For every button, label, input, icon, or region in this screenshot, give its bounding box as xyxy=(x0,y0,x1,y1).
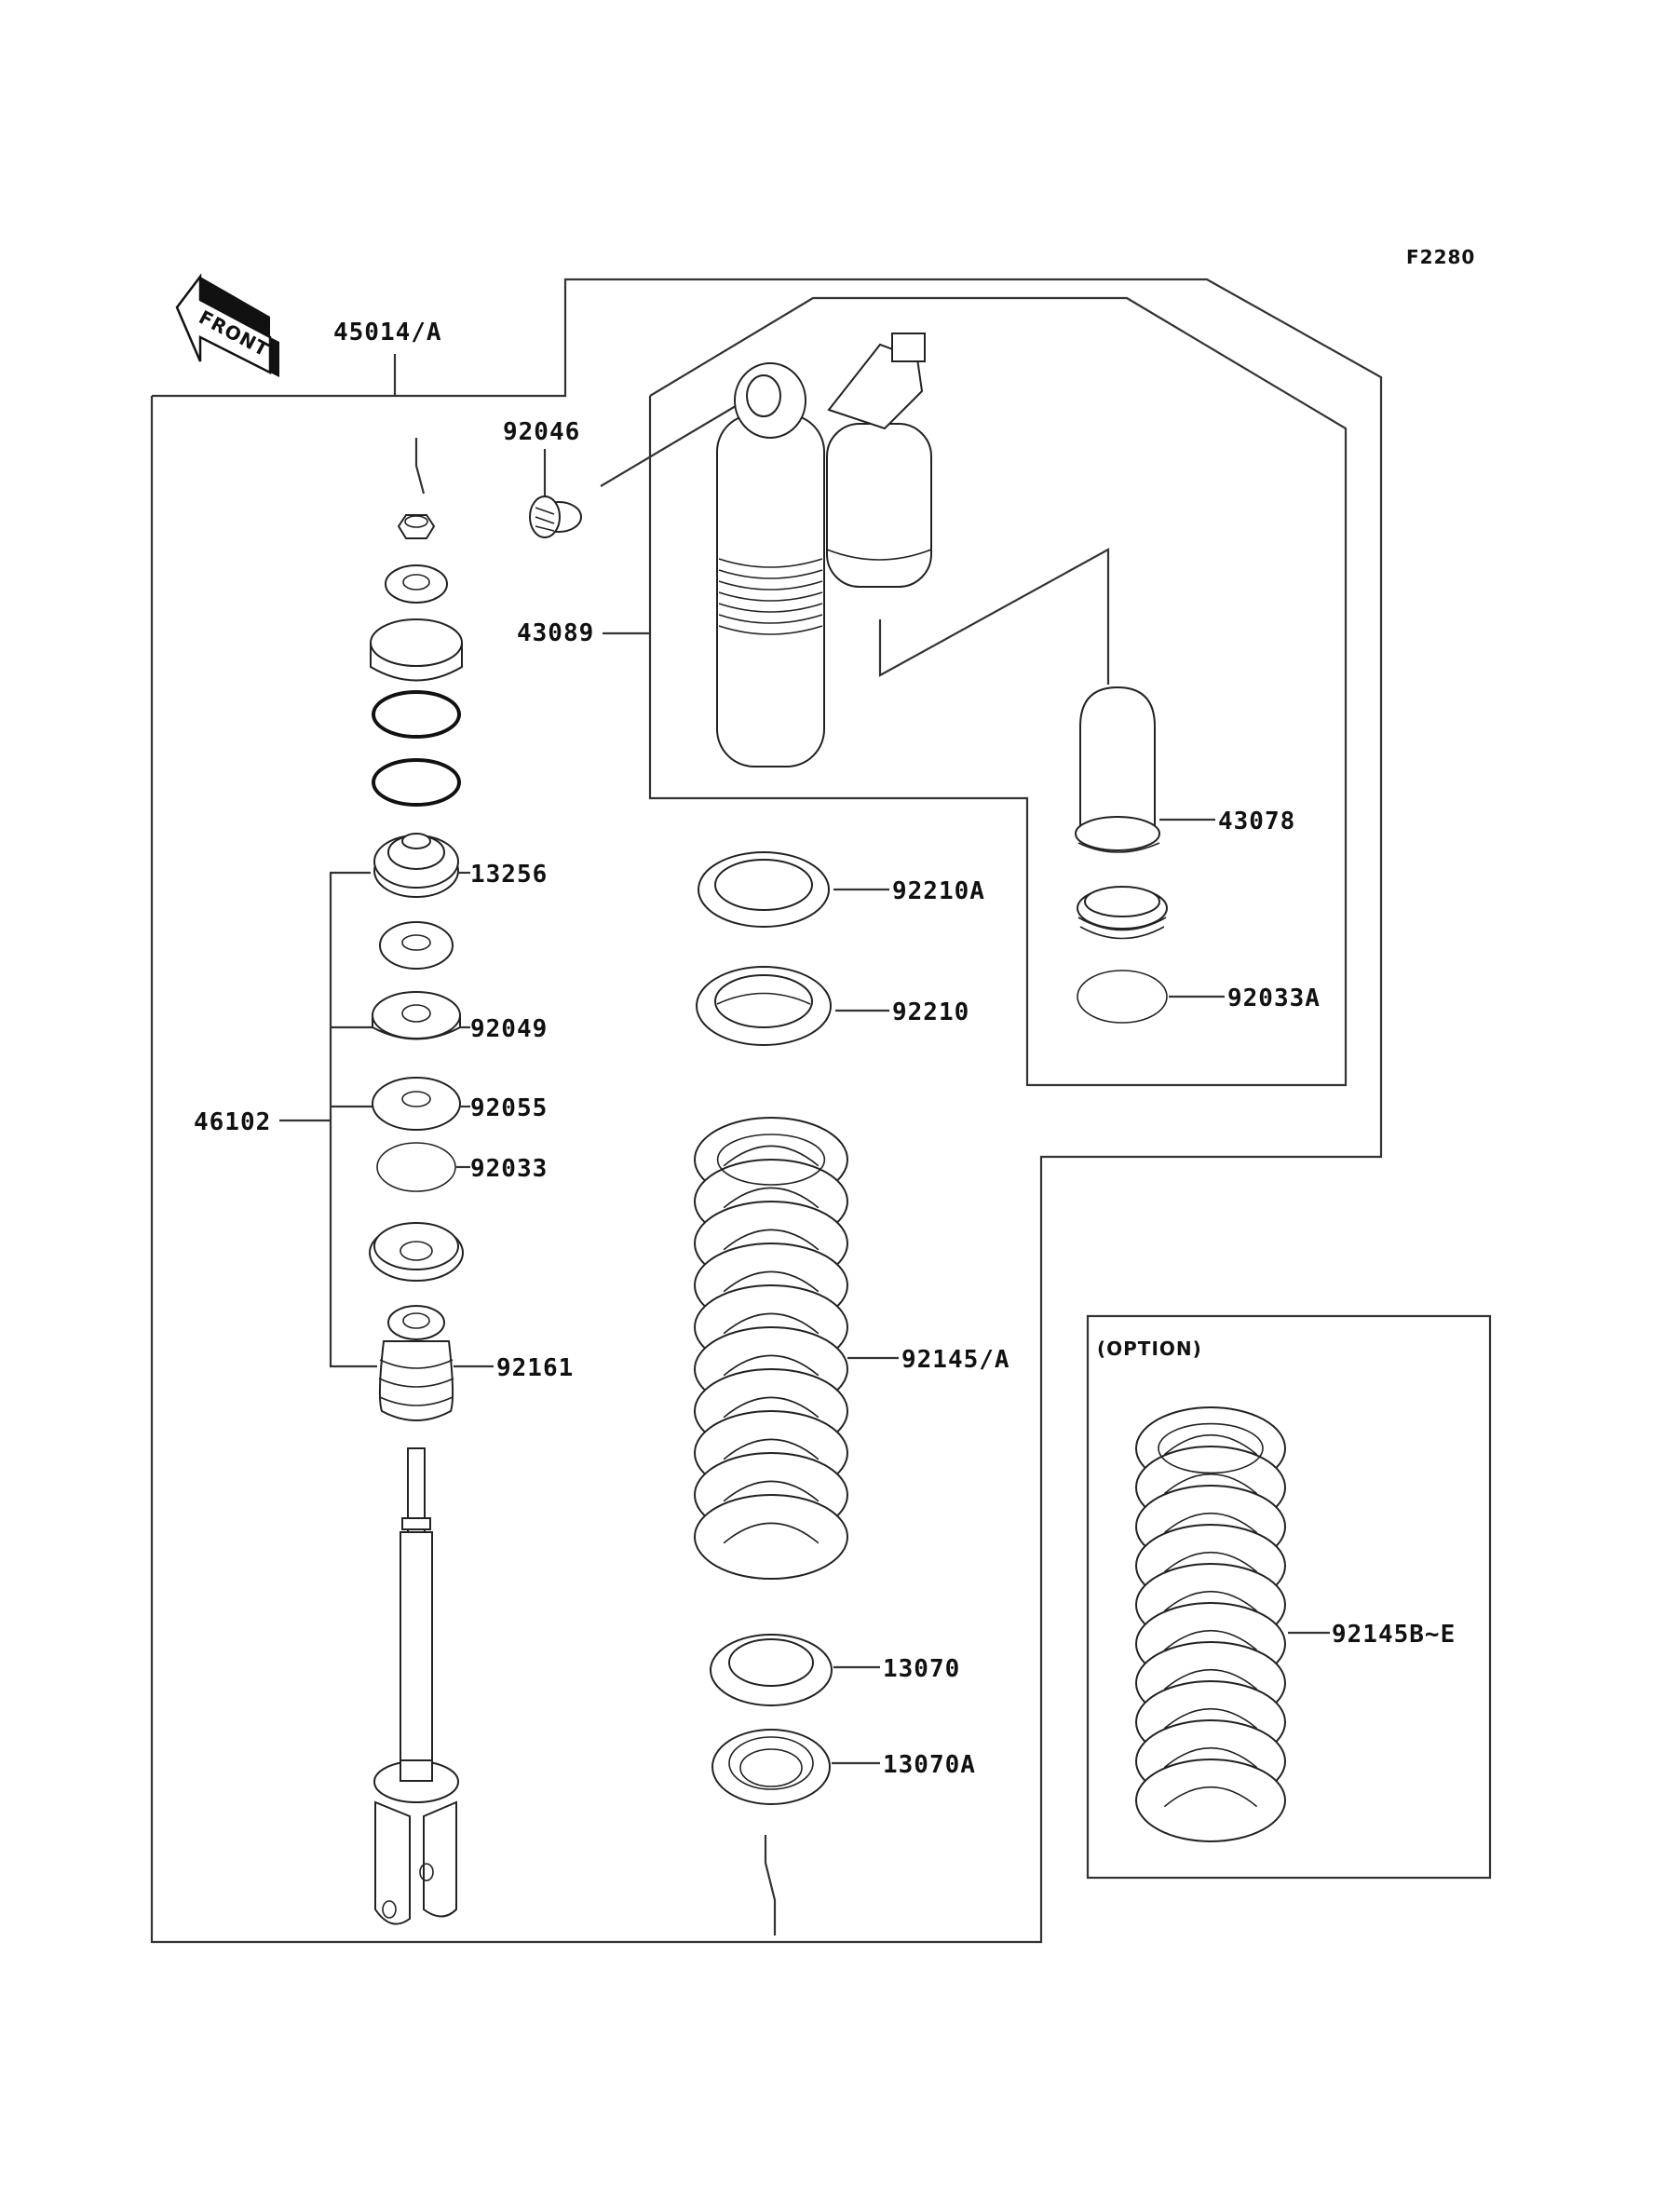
label-92046: 92046 xyxy=(503,418,580,446)
label-13256: 13256 xyxy=(470,861,548,889)
spring-coil xyxy=(694,1494,848,1580)
label-92145-A: 92145/A xyxy=(901,1346,1010,1374)
spring-coil-inner xyxy=(723,1312,820,1335)
label-92161: 92161 xyxy=(496,1354,574,1382)
label-92055: 92055 xyxy=(470,1094,548,1122)
spring-coil-inner xyxy=(1163,1708,1258,1730)
spring-coil-inner xyxy=(723,1354,820,1377)
nut-part xyxy=(397,514,436,539)
spring-coil-inner xyxy=(723,1187,820,1209)
label-46102: 46102 xyxy=(194,1108,271,1136)
spring-top-opening xyxy=(716,1134,826,1186)
spring-coil-inner xyxy=(1163,1473,1258,1495)
spring-coil-inner xyxy=(723,1438,820,1460)
spring-seat-part xyxy=(711,1729,831,1805)
label-92033: 92033 xyxy=(470,1155,548,1183)
spacer-part xyxy=(372,991,461,1040)
figure-code: F2280 xyxy=(1406,246,1475,268)
break-line xyxy=(764,1835,777,1935)
break-line xyxy=(414,438,426,495)
circlip-part xyxy=(1077,970,1168,1024)
spring-coil xyxy=(1135,1759,1286,1842)
seal-head-part xyxy=(373,833,459,898)
spring-coil-inner xyxy=(723,1229,820,1251)
spring-coil-inner xyxy=(1163,1591,1258,1612)
reservoir-cap-part xyxy=(1077,886,1168,940)
spring-coil-inner xyxy=(1163,1513,1258,1534)
collar-part xyxy=(370,618,463,682)
label-92049: 92049 xyxy=(470,1015,548,1043)
spring-coil-inner xyxy=(1163,1747,1258,1769)
washer-part xyxy=(385,564,448,604)
spring-coil-inner xyxy=(1163,1552,1258,1573)
bump-cup-part xyxy=(369,1222,464,1282)
label-13070A: 13070A xyxy=(883,1751,976,1779)
washer-part xyxy=(372,1077,461,1131)
coil-spring-part xyxy=(694,1117,848,1580)
spring-top-opening xyxy=(1158,1422,1264,1474)
locknut-part xyxy=(698,851,830,928)
o-ring-part xyxy=(372,690,461,739)
damper-rod-part xyxy=(373,1447,459,1925)
leader-line xyxy=(878,548,1110,685)
spring-coil-inner xyxy=(1163,1786,1258,1808)
label-92033A: 92033A xyxy=(1227,985,1321,1012)
circlip-part xyxy=(376,1142,456,1192)
label-43078: 43078 xyxy=(1218,808,1295,835)
spring-coil-inner xyxy=(723,1522,820,1544)
label-45014-A: 45014/A xyxy=(333,319,442,346)
reservoir-bladder-part xyxy=(1075,686,1160,853)
spring-coil-inner xyxy=(723,1480,820,1502)
optional-coil-spring-part xyxy=(1135,1406,1286,1842)
bracket-46102 xyxy=(329,871,377,1368)
label-43089: 43089 xyxy=(517,619,594,647)
label-92210A: 92210A xyxy=(892,877,985,905)
o-ring-part xyxy=(372,758,461,807)
bump-rubber-part xyxy=(378,1305,454,1421)
spring-coil-inner xyxy=(723,1145,820,1167)
washer-part xyxy=(379,921,454,970)
label-92145B-E: 92145B~E xyxy=(1332,1621,1456,1649)
shock-body-outline xyxy=(648,296,1348,1087)
spring-coil-inner xyxy=(1163,1434,1258,1456)
option-box xyxy=(1086,1314,1492,1880)
leader-line xyxy=(600,400,746,487)
label-92210: 92210 xyxy=(892,998,969,1026)
spring-coil-inner xyxy=(1163,1630,1258,1651)
spring-coil-inner xyxy=(723,1270,820,1293)
front-arrow-icon: FRONT xyxy=(175,273,279,377)
spring-coil-inner xyxy=(1163,1669,1258,1691)
adjuster-nut-part xyxy=(696,966,832,1046)
option-box-title: (OPTION) xyxy=(1097,1338,1202,1360)
spring-coil-inner xyxy=(723,1396,820,1419)
spring-seat-part xyxy=(710,1634,833,1706)
assembly-outline xyxy=(150,278,1383,1944)
needle-bearing-part xyxy=(529,496,582,538)
shock-body-part xyxy=(716,333,932,767)
label-13070: 13070 xyxy=(883,1655,960,1683)
